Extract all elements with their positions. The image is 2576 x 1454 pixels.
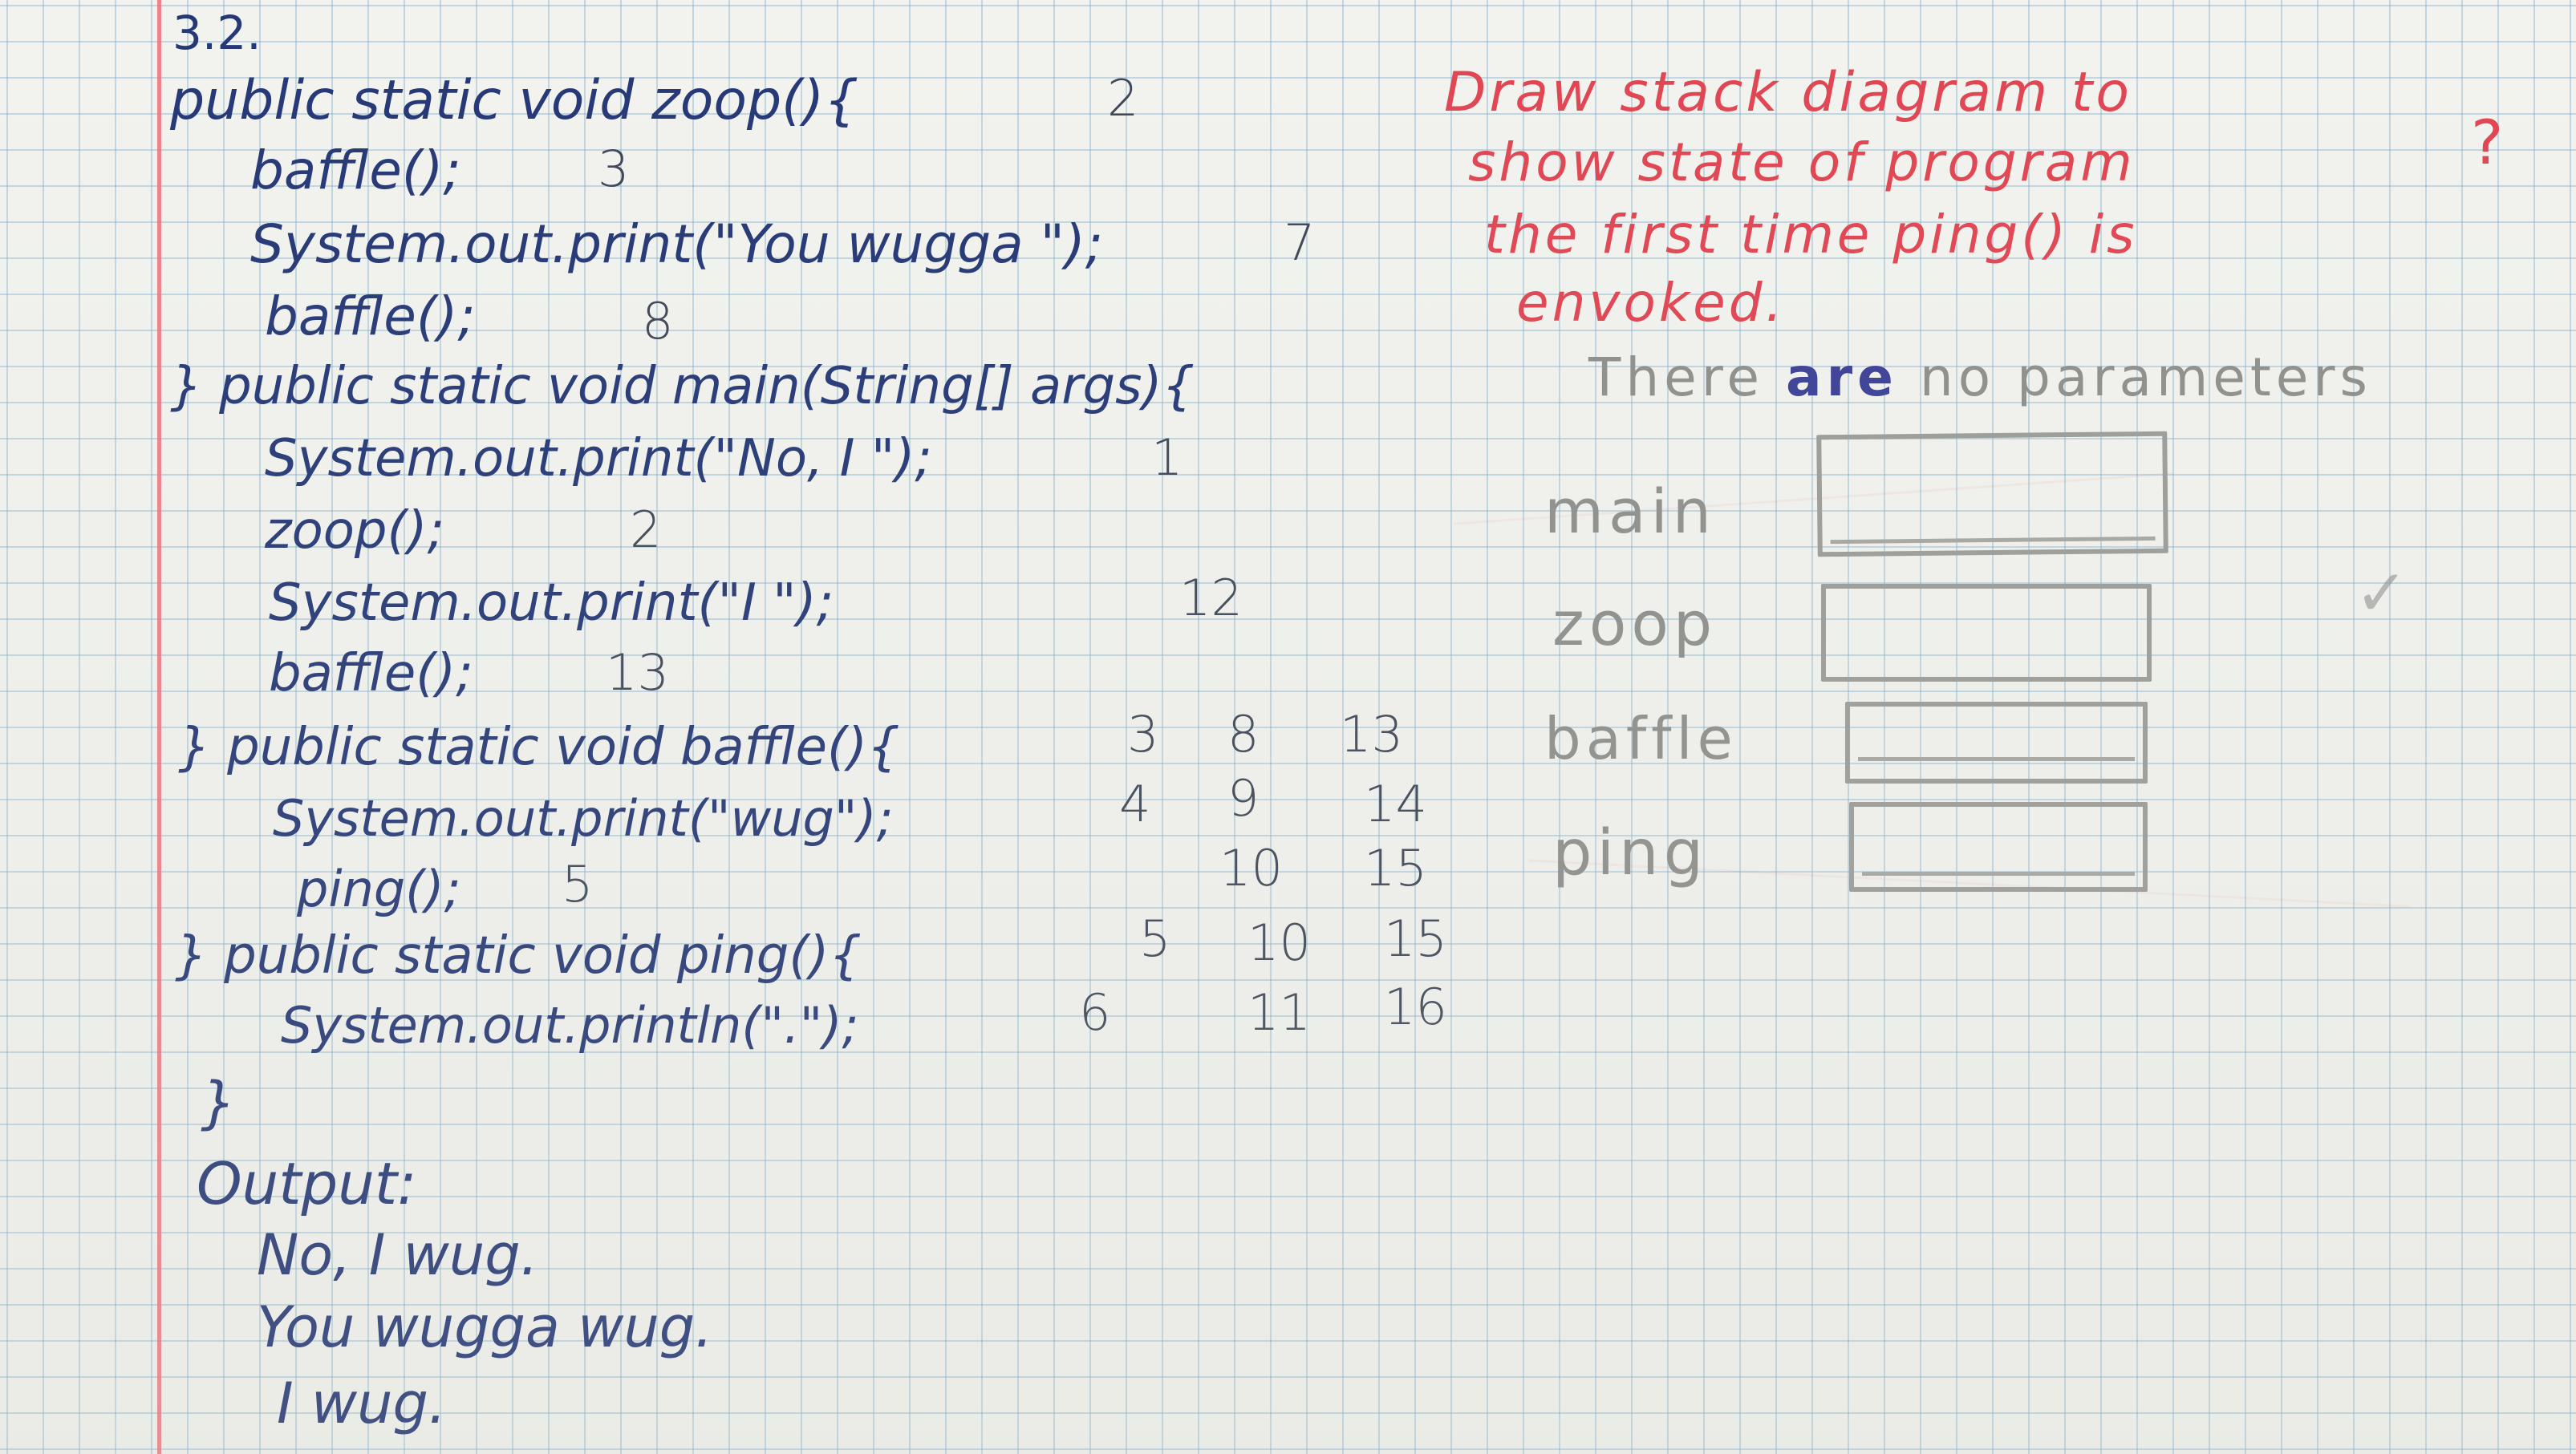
note-text-after: no parameters [1897,346,2372,408]
question-line-2: show state of program [1468,132,2136,193]
main-line-baffle: baffle(); [269,644,473,703]
stack-frame-ping [1849,802,2148,892]
step-number: 8 [1227,705,1260,763]
margin-line [157,0,161,1454]
step-number: 15 [1384,909,1447,968]
question-mark: ? [2471,107,2504,178]
step-number: 10 [1247,913,1311,972]
main-line-zoop: zoop(); [265,501,445,561]
zoop-line-print: System.out.print("You wugga "); [250,213,1103,275]
question-line-4: envoked. [1516,272,1786,334]
step-number: 13 [1340,705,1403,763]
step-number: 5 [562,855,594,913]
step-number: 12 [1179,569,1243,627]
main-line-print-2: System.out.print("I "); [269,573,834,633]
frame-label-zoop: zoop [1552,588,1718,659]
frame-label-main: main [1544,476,1716,547]
parameters-note: There are no parameters [1588,351,2372,404]
step-number: 13 [606,643,669,702]
note-emphasis: are [1786,346,1898,408]
step-number: 2 [630,500,662,559]
step-number: 10 [1219,839,1283,897]
step-number: 3 [1127,705,1159,763]
step-number: 1 [1151,428,1183,487]
question-line-3: the first time ping() is [1484,204,2138,265]
step-number: 16 [1384,978,1447,1036]
checkmark-icon: ✓ [2355,556,2414,630]
stack-frame-zoop [1821,584,2152,682]
baffle-line-ping: ping(); [297,860,461,918]
note-text-before: There [1588,346,1787,408]
section-number: 3.2. [172,6,262,60]
step-number: 4 [1119,775,1151,833]
step-number: 5 [1139,909,1171,968]
ping-line-println: System.out.println("."); [281,996,859,1055]
closing-brace: } [201,1070,237,1136]
stack-frame-baffle [1845,702,2148,784]
step-number: 2 [1107,69,1139,128]
step-number: 7 [1284,213,1316,272]
output-line-3: I wug. [277,1371,447,1436]
step-number: 11 [1247,983,1311,1042]
zoop-header: public static void zoop(){ [170,69,859,132]
output-line-2: You wugga wug. [257,1294,713,1360]
ping-header: } public static void ping(){ [175,926,862,986]
main-line-print-1: System.out.print("No, I "); [265,429,932,488]
zoop-line-baffle-1: baffle(); [250,140,461,201]
step-number: 3 [598,140,630,198]
step-number: 14 [1364,775,1427,833]
frame-label-ping: ping [1552,817,1709,889]
step-number: 8 [642,292,674,350]
baffle-header: } public static void baffle(){ [178,718,900,777]
main-header: } public static void main(String[] args)… [170,357,1195,416]
zoop-line-baffle-2: baffle(); [265,286,476,347]
step-number: 6 [1079,983,1111,1042]
baffle-line-print: System.out.print("wug"); [273,789,894,848]
step-number: 9 [1227,769,1260,828]
stack-frame-main [1816,431,2168,557]
frame-label-baffle: baffle [1544,705,1738,772]
question-line-1: Draw stack diagram to [1444,61,2132,124]
output-label: Output: [197,1150,417,1217]
output-line-1: No, I wug. [257,1222,538,1288]
step-number: 15 [1364,839,1427,897]
